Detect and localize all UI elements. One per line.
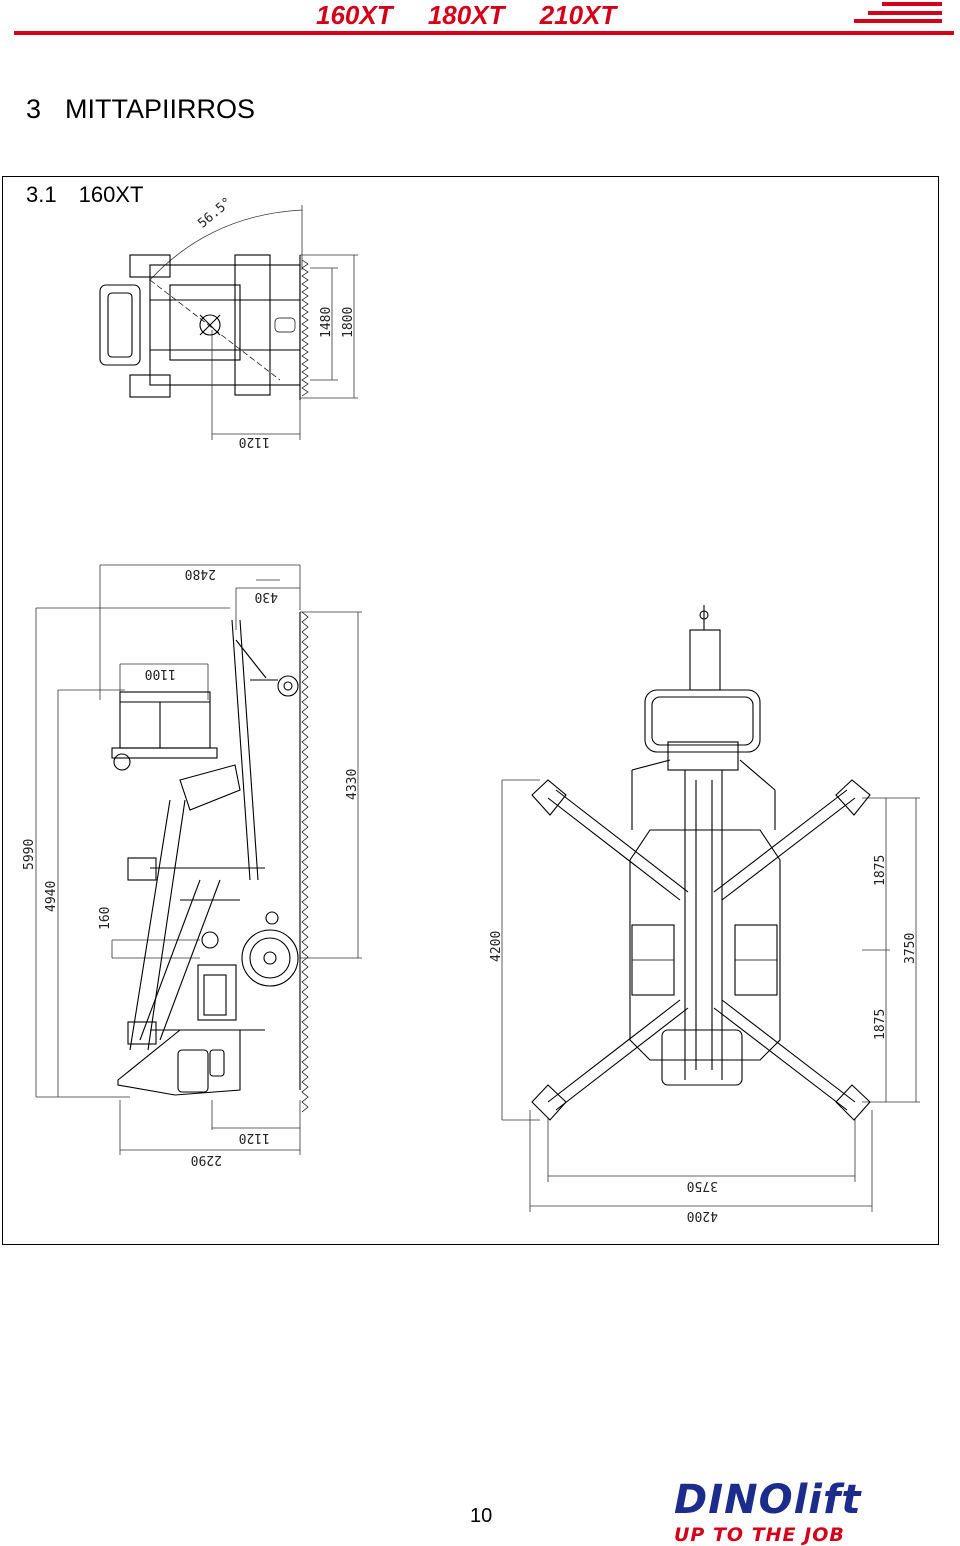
side-view-drawing	[35, 564, 362, 1155]
dim-plan-1875-top: 1875	[873, 855, 888, 886]
page-number: 10	[470, 1505, 493, 1527]
header-model-list: 160XT 180XT 210XT	[316, 0, 644, 31]
subsection-heading: 3.1 160XT	[26, 182, 143, 208]
section-heading: 3 MITTAPIIRROS	[26, 94, 255, 125]
brand-logo: DINOlift UP TO THE JOB	[674, 1480, 874, 1546]
dim-top-1800: 1800	[341, 307, 356, 338]
dim-plan-4200-left: 4200	[489, 931, 504, 962]
header-divider	[14, 31, 954, 35]
dim-side-1120: 1120	[239, 1130, 270, 1145]
section-number: 3	[26, 94, 42, 124]
drawing-frame	[2, 176, 939, 1245]
dim-angle: 56.5°	[195, 195, 235, 232]
header-model-2: 180XT	[427, 0, 505, 30]
dim-side-160: 160	[98, 907, 113, 930]
header-model-1: 160XT	[316, 0, 393, 30]
top-view-drawing	[99, 205, 358, 440]
dim-side-2290: 2290	[191, 1152, 222, 1167]
dim-top-1480: 1480	[319, 307, 334, 338]
dim-side-4330: 4330	[345, 769, 360, 800]
subsection-title: 160XT	[78, 182, 144, 207]
header-model-3: 210XT	[539, 0, 617, 30]
brand-slogan: UP TO THE JOB	[674, 1524, 845, 1546]
subsection-number: 3.1	[26, 182, 57, 207]
dim-plan-3750-right: 3750	[903, 933, 918, 964]
dim-side-4940: 4940	[44, 881, 59, 912]
plan-view-drawing	[501, 605, 920, 1212]
dim-side-1100: 1100	[145, 666, 176, 681]
header-stripes-logo-icon	[852, 0, 942, 26]
dim-plan-3750-bottom: 3750	[687, 1178, 718, 1193]
dim-plan-4200-bottom: 4200	[687, 1208, 718, 1223]
dim-plan-1875-bottom: 1875	[873, 1009, 888, 1040]
dim-top-1120: 1120	[239, 434, 270, 449]
section-title: MITTAPIIRROS	[65, 94, 256, 124]
brand-name: DINOlift	[674, 1477, 862, 1523]
dim-side-5990: 5990	[22, 839, 37, 870]
dim-side-2480: 2480	[185, 566, 216, 581]
dim-side-430: 430	[255, 589, 278, 604]
